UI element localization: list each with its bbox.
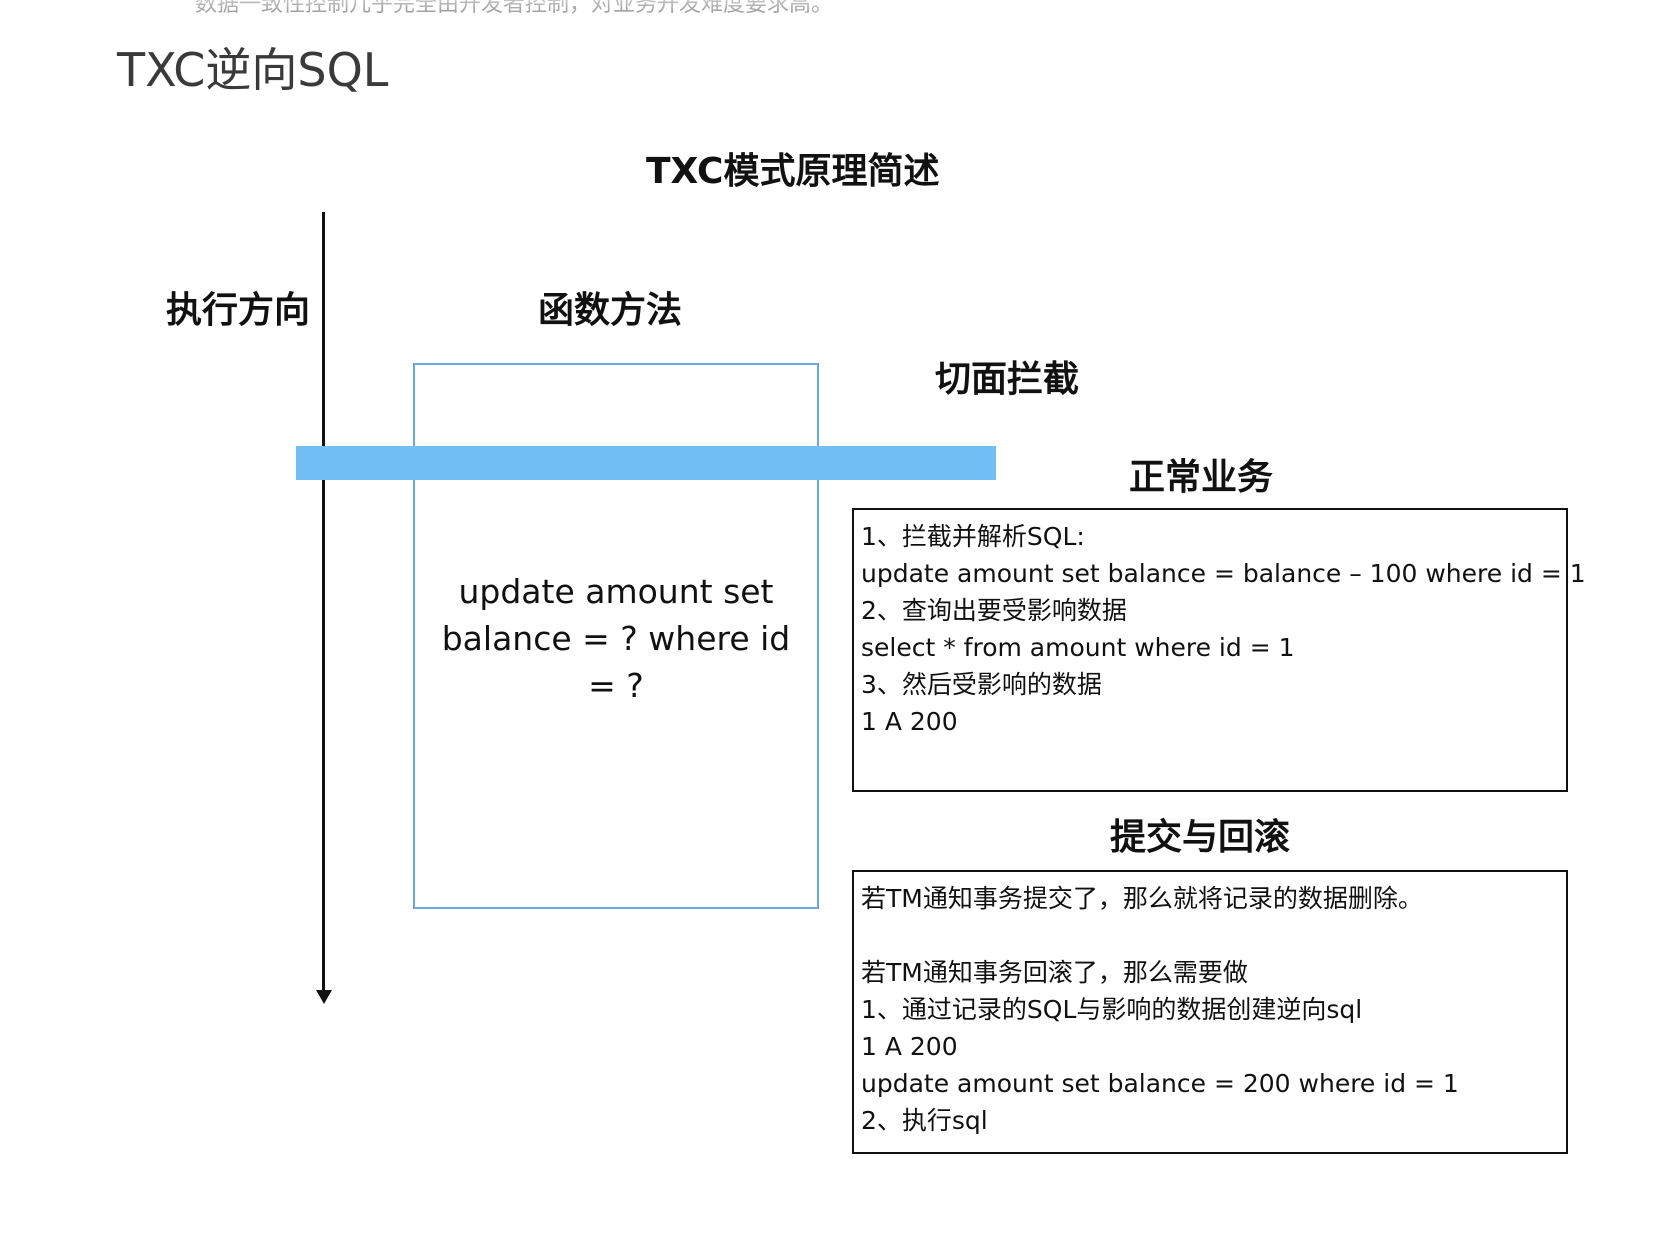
function-method-box [413,363,819,909]
commit-rollback-title: 提交与回滚 [1110,817,1291,858]
commit-rollback-box: 若TM通知事务提交了，那么就将记录的数据删除。若TM通知事务回滚了，那么需要做 1… [852,870,1568,1154]
commit-rollback-line: 若TM通知事务回滚了，那么需要做 [861,958,1248,987]
function-label: 函数方法 [538,290,683,331]
page-title: TXC逆向SQL [117,43,389,97]
normal-business-line: 2、查询出要受影响数据 [861,596,1127,625]
aspect-intercept-bar [296,446,996,480]
axis-label: 执行方向 [166,290,311,331]
normal-business-line: update amount set balance = balance – 10… [861,559,1586,588]
commit-rollback-line: 1、通过记录的SQL与影响的数据创建逆向sql [861,995,1363,1024]
normal-business-line: 1、拦截并解析SQL: [861,522,1085,551]
aspect-label: 切面拦截 [935,359,1080,400]
commit-rollback-line: 1 A 200 [861,1032,958,1061]
commit-rollback-line [861,917,1566,954]
arrow-down-icon [316,990,332,1004]
function-sql-text: update amount set balance = ? where id =… [441,572,791,705]
normal-business-box: 1、拦截并解析SQL: update amount set balance = b… [852,508,1586,792]
normal-business-line: select * from amount where id = 1 [861,633,1295,662]
commit-rollback-line: 2、执行sql [861,1106,988,1135]
top-fade [0,0,1656,14]
commit-rollback-line: 若TM通知事务提交了，那么就将记录的数据删除。 [861,884,1423,913]
commit-rollback-line: update amount set balance = 200 where id… [861,1069,1459,1098]
normal-business-title: 正常业务 [1129,457,1274,498]
cut-off-paragraph: 数据一致性控制几乎完全由开发者控制，对业务开发难度要求高。 [195,0,833,18]
normal-business-line: 1 A 200 [861,707,958,736]
normal-business-line: 3、然后受影响的数据 [861,670,1102,699]
diagram-title: TXC模式原理简述 [646,151,940,192]
execution-direction-axis [322,212,325,992]
